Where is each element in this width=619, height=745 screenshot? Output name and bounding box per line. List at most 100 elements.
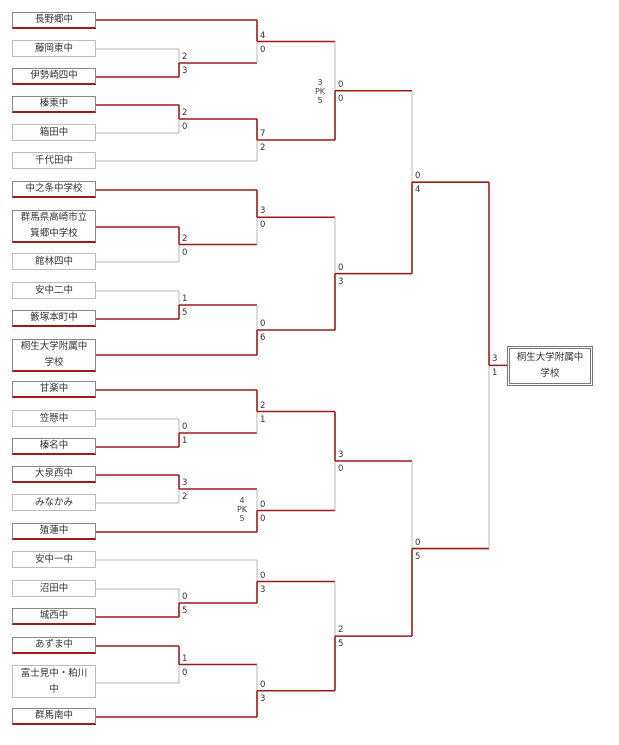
team-name: 城西中	[39, 610, 69, 621]
final-score-bottom: 1	[492, 368, 498, 379]
team-box: 甘楽中	[12, 381, 96, 398]
r1-m1-score-top: 2	[182, 52, 188, 62]
r4-m1-score-bottom: 4	[415, 185, 421, 196]
r2-m1-score-top: 4	[260, 30, 266, 41]
team-name: 中	[49, 683, 59, 695]
team-box: 伊勢崎四中	[12, 68, 96, 85]
r2-m8-score-top: 0	[260, 679, 266, 690]
r2-m5-score-top: 2	[260, 400, 266, 411]
r3-m3-score-top: 3	[338, 450, 344, 460]
team-name: 群馬南中	[34, 710, 73, 721]
team-box: 榛東中	[12, 96, 96, 113]
team-box: 大泉西中	[12, 466, 96, 483]
r2-m8-score-bottom: 3	[260, 693, 266, 704]
final-score-top: 3	[492, 354, 498, 365]
team-name: 安中二中	[34, 284, 73, 296]
team-name: 甘楽中	[39, 383, 69, 394]
r1-m5-score-top: 0	[182, 422, 188, 432]
team-box: 千代田中	[12, 152, 96, 169]
r1-m3-score-top: 2	[182, 233, 188, 244]
r2-m6-score-top: 0	[260, 499, 266, 510]
team-name: 藤岡東中	[34, 42, 73, 54]
team-name: 富士見中・粕川	[20, 667, 88, 679]
r2-m6-score-bottom: 0	[260, 513, 266, 524]
r1-m3-score-bottom: 0	[182, 247, 188, 258]
r1-m4-score-bottom: 5	[182, 308, 188, 318]
team-name: 箕郷中学校	[30, 228, 78, 239]
r2-m3-score-bottom: 0	[260, 220, 266, 231]
r2-m4-score-top: 0	[260, 319, 266, 329]
champion-line-1: 桐生大学附属中	[516, 352, 584, 363]
team-name: 館林四中	[34, 255, 73, 267]
r3-m2-score-top: 0	[338, 262, 344, 273]
team-box: 笠懸中	[12, 410, 96, 427]
team-name: 中之条中学校	[25, 183, 83, 194]
pk-2-label: PK	[236, 505, 248, 514]
r4-m1-score-top: 0	[415, 171, 421, 182]
team-box: 沼田中	[12, 580, 96, 597]
team-name: 箱田中	[39, 126, 69, 138]
pk-2-bottom: 5	[239, 514, 245, 523]
team-box: 安中一中	[12, 551, 96, 568]
team-box: 安中二中	[12, 282, 96, 299]
r1-m4-score-top: 1	[182, 294, 188, 304]
team-box: 城西中	[12, 608, 96, 625]
r1-m6-score-top: 3	[182, 478, 188, 488]
pk-note-1: 3 PK 5	[314, 78, 326, 105]
team-box: 中之条中学校	[12, 181, 96, 198]
team-name: 安中一中	[34, 553, 73, 565]
team-box: 群馬南中	[12, 708, 96, 725]
team-name: 殖蓮中	[39, 525, 69, 536]
r1-m2-score-top: 2	[182, 108, 188, 118]
r2-m3-score-top: 3	[260, 206, 266, 217]
r4-m2-score-bottom: 5	[415, 551, 421, 562]
team-box: みなかみ	[12, 494, 96, 511]
team-box: 群馬県高崎市立箕郷中学校	[12, 210, 96, 243]
r1-m8-score-top: 1	[182, 653, 188, 664]
team-name: 群馬県高崎市立	[20, 212, 88, 223]
team-box: 桐生大学附属中学校	[12, 339, 96, 372]
pk-1-bottom: 5	[317, 96, 323, 105]
team-box: 殖蓮中	[12, 523, 96, 540]
r2-m2-score-top: 7	[260, 129, 266, 139]
r3-m1-score-top: 0	[338, 79, 344, 90]
r2-m2-score-bottom: 2	[260, 143, 266, 153]
r3-m1-score-bottom: 0	[338, 93, 344, 104]
r3-m4-score-bottom: 5	[338, 639, 344, 650]
champion-line-2: 学校	[540, 368, 560, 379]
r3-m4-score-top: 2	[338, 625, 344, 636]
r2-m7-score-bottom: 3	[260, 584, 266, 595]
team-name: 長野郷中	[34, 14, 73, 25]
r2-m1-score-bottom: 0	[260, 44, 266, 55]
r1-m5-score-bottom: 1	[182, 436, 188, 446]
team-name: 籔塚本町中	[30, 312, 78, 323]
team-name: 笠懸中	[39, 412, 69, 424]
r1-m7-score-top: 0	[182, 592, 188, 602]
team-box: 籔塚本町中	[12, 310, 96, 327]
team-name: 大泉西中	[34, 468, 73, 479]
team-box: 榛名中	[12, 438, 96, 455]
r2-m7-score-top: 0	[260, 570, 266, 581]
r1-m8-score-bottom: 0	[182, 667, 188, 678]
champion-box: 桐生大学附属中 学校	[507, 346, 593, 386]
team-name: 千代田中	[34, 154, 73, 166]
r1-m7-score-bottom: 5	[182, 606, 188, 616]
pk-note-2: 4 PK 5	[236, 496, 248, 523]
pk-1-top: 3	[317, 78, 323, 87]
team-box: 館林四中	[12, 253, 96, 270]
pk-1-label: PK	[314, 87, 326, 96]
team-name: 伊勢崎四中	[30, 70, 78, 81]
team-name: みなかみ	[34, 496, 73, 508]
r1-m2-score-bottom: 0	[182, 122, 188, 132]
r2-m4-score-bottom: 6	[260, 333, 266, 343]
team-name: 桐生大学附属中	[20, 341, 88, 352]
r3-m2-score-bottom: 3	[338, 276, 344, 287]
r2-m5-score-bottom: 1	[260, 414, 266, 425]
r4-m2-score-top: 0	[415, 537, 421, 548]
team-box: あずま中	[12, 637, 96, 654]
team-box: 箱田中	[12, 124, 96, 141]
r1-m1-score-bottom: 3	[182, 66, 188, 76]
team-name: 学校	[44, 357, 64, 368]
r3-m3-score-bottom: 0	[338, 464, 344, 474]
